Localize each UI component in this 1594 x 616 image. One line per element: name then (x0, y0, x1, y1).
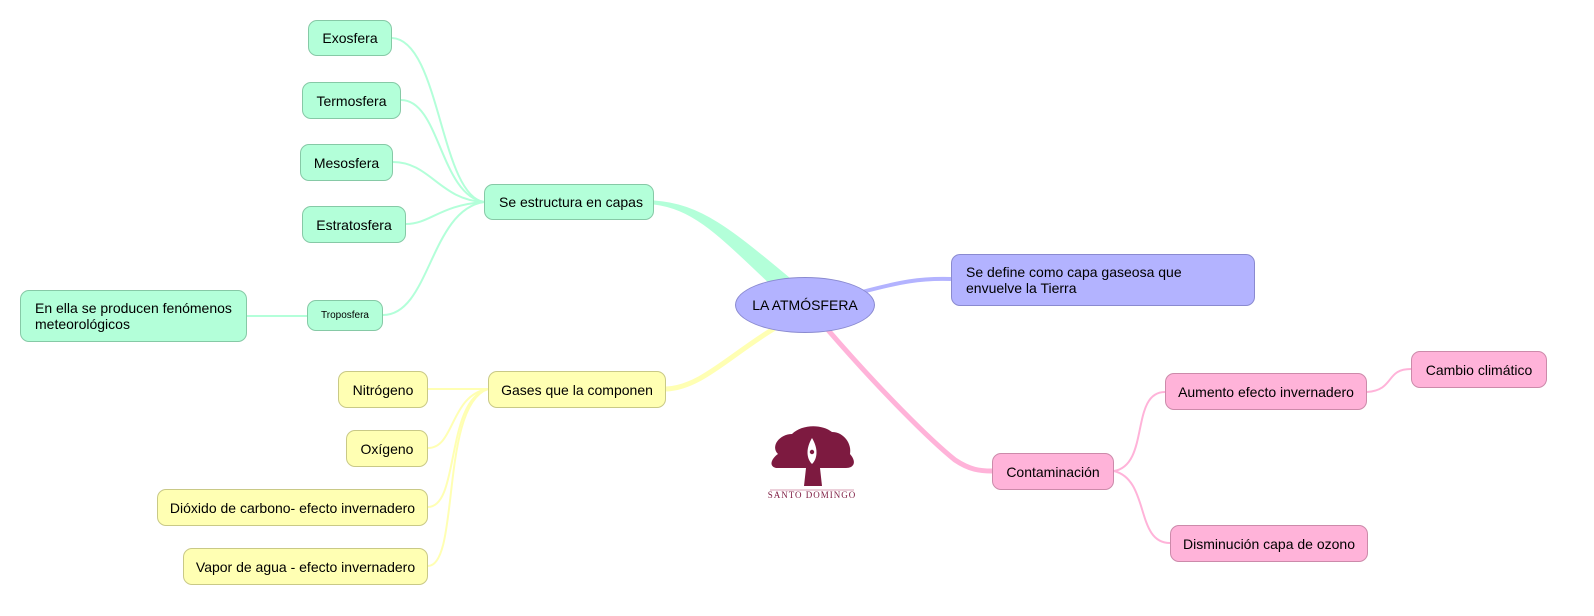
subtopic-label: Cambio climático (1425, 361, 1533, 378)
link-center-gases (665, 325, 777, 392)
link-pollution-ozone (1113, 470, 1171, 544)
central-topic[interactable]: LA ATMÓSFERA (735, 277, 875, 333)
subtopic-vapor[interactable]: Vapor de agua - efecto invernadero (183, 548, 428, 585)
subtopic-climate-change[interactable]: Cambio climático (1411, 351, 1547, 388)
link-structure-termosfera (400, 99, 485, 203)
link-gases-vapor (427, 388, 489, 567)
subtopic-termosfera[interactable]: Termosfera (302, 82, 401, 119)
subtopic-label: Disminución capa de ozono (1183, 535, 1355, 552)
subtopic-label: Oxígeno (360, 440, 414, 457)
link-structure-mesosfera (392, 161, 485, 203)
subtopic-dioxido[interactable]: Dióxido de carbono- efecto invernadero (157, 489, 428, 526)
subtopic-nitrogeno[interactable]: Nitrógeno (338, 371, 428, 408)
subtopic-label: Nitrógeno (352, 381, 414, 398)
link-structure-estratosfera (405, 201, 485, 225)
central-topic-label: LA ATMÓSFERA (752, 297, 858, 313)
topic-label: Gases que la componen (501, 381, 653, 398)
subtopic-greenhouse[interactable]: Aumento efecto invernadero (1165, 373, 1367, 410)
topic-definition[interactable]: Se define como capa gaseosa que envuelve… (951, 254, 1255, 306)
subtopic-exosfera[interactable]: Exosfera (308, 20, 392, 56)
link-pollution-greenhouse (1113, 391, 1166, 472)
subtopic-ozone[interactable]: Disminución capa de ozono (1170, 525, 1368, 562)
subtopic-label: Troposfera (321, 309, 369, 321)
topic-label: Se estructura en capas (499, 194, 643, 210)
link-structure-troposfera (382, 201, 485, 316)
link-structure-exosfera (391, 37, 485, 203)
logo-text: SANTO DOMINGO (767, 490, 857, 500)
topic-label: Se define como capa gaseosa que envuelve… (966, 264, 1182, 296)
subtopic-mesosfera[interactable]: Mesosfera (300, 144, 393, 181)
topic-label: Contaminación (1006, 463, 1100, 480)
subtopic-label: Exosfera (322, 30, 378, 46)
subtopic-label: Estratosfera (316, 216, 392, 233)
subtopic-label: Dióxido de carbono- efecto invernadero (169, 499, 416, 516)
subtopic-estratosfera[interactable]: Estratosfera (302, 206, 406, 243)
subtopic-label: Aumento efecto invernadero (1178, 383, 1354, 400)
subtopic-label: Termosfera (316, 92, 387, 109)
topic-pollution[interactable]: Contaminación (992, 453, 1114, 490)
subtopic-troposfera[interactable]: Troposfera (307, 300, 383, 331)
link-center-pollution (826, 328, 993, 474)
link-center-structure (652, 200, 794, 286)
link-center-definition (861, 276, 952, 294)
subtopic-label: Mesosfera (313, 154, 380, 171)
subtopic-label: Vapor de agua - efecto invernadero (195, 558, 416, 575)
subtopic-oxigeno[interactable]: Oxígeno (346, 430, 428, 467)
santo-domingo-tree-logo (770, 426, 854, 491)
note-troposfera[interactable]: En ella se producen fenómenos meteorológ… (20, 290, 247, 342)
topic-structure[interactable]: Se estructura en capas (484, 184, 654, 220)
link-gases-oxigeno (427, 388, 489, 449)
note-label: En ella se producen fenómenos meteorológ… (35, 300, 232, 332)
topic-gases[interactable]: Gases que la componen (488, 371, 666, 408)
link-greenhouse-climate (1366, 368, 1412, 393)
